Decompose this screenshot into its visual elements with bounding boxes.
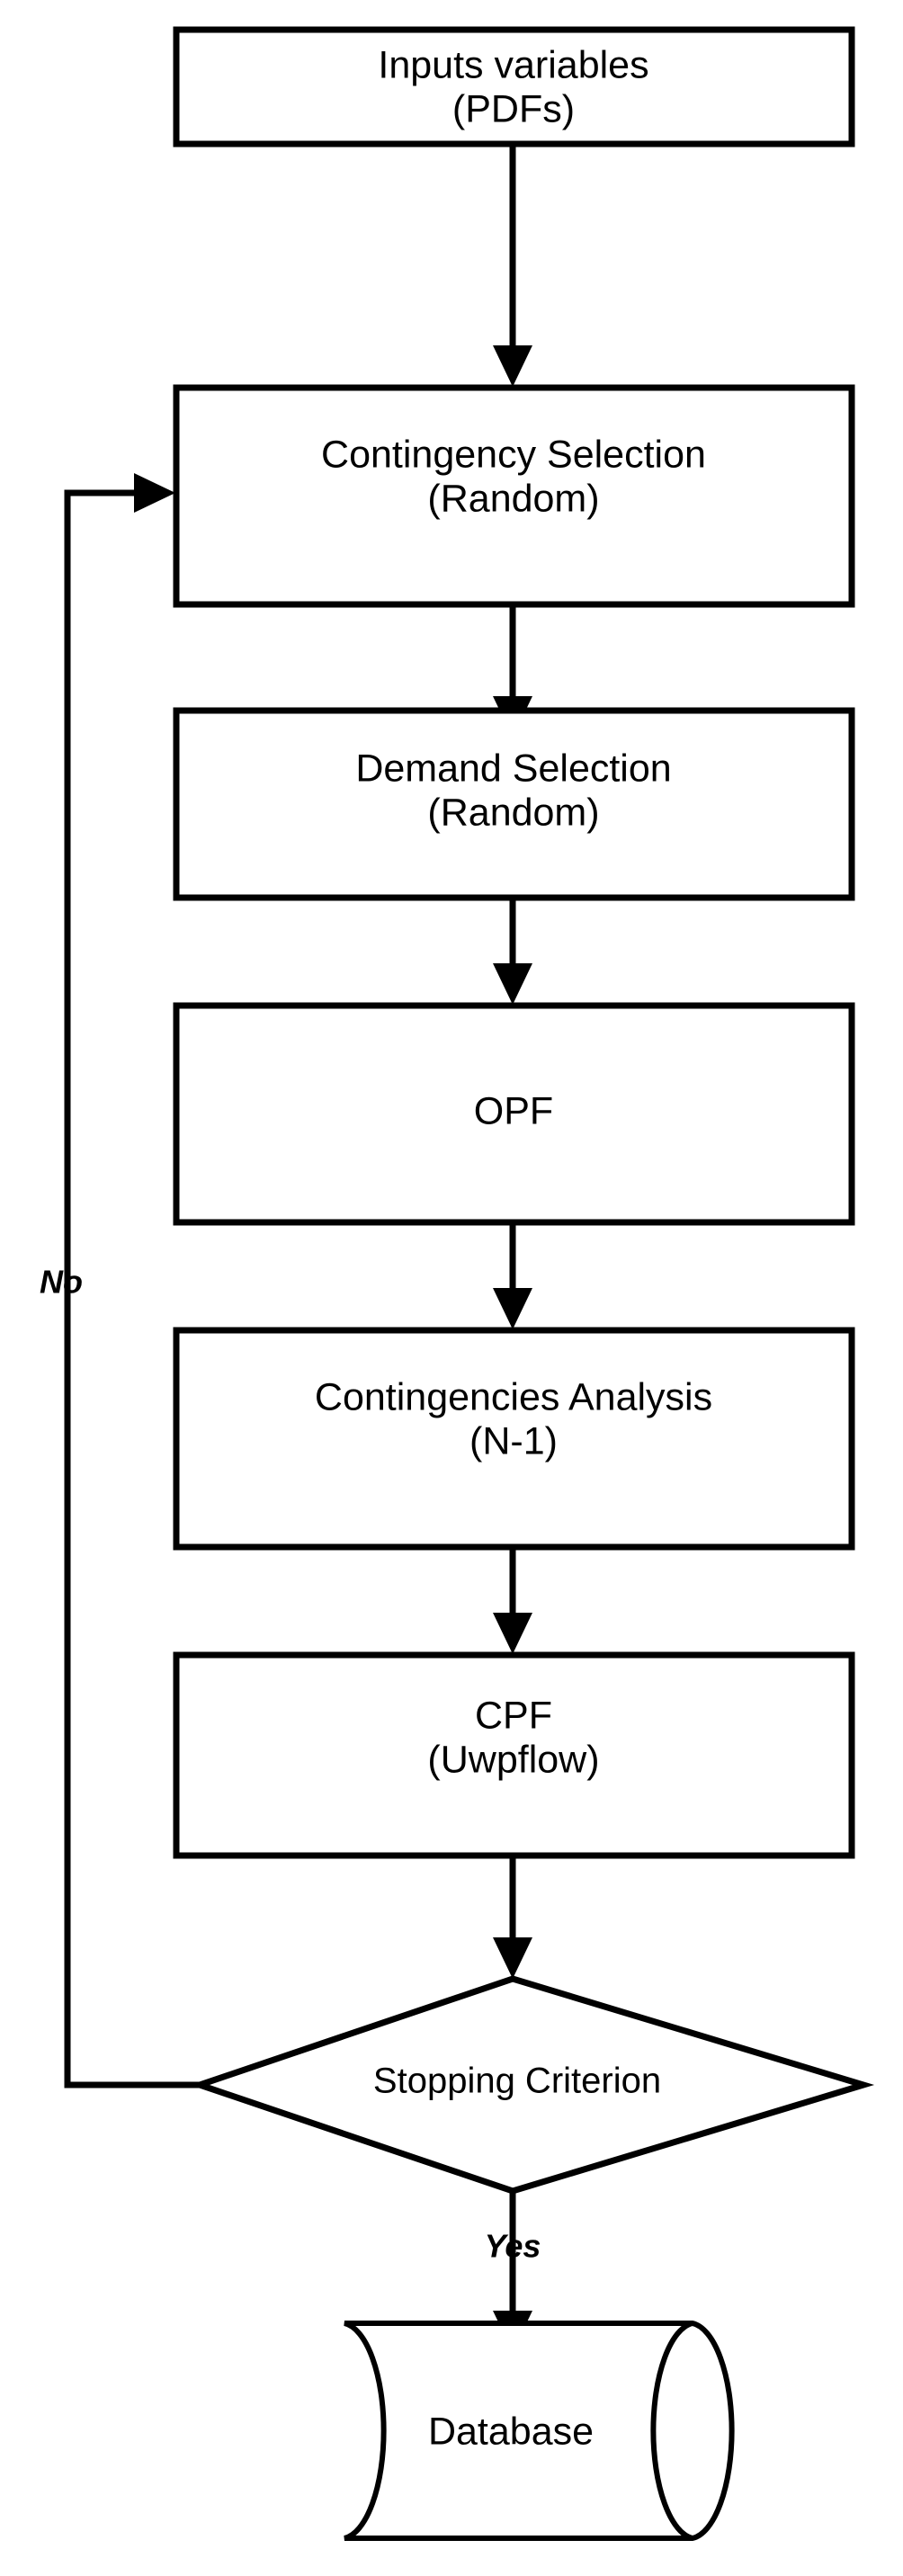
node-opf[interactable]: OPF (173, 1002, 855, 1226)
node-database-label: Database (428, 2410, 594, 2453)
connector-stopping-no-feedback (64, 489, 200, 2089)
node-cpf[interactable]: CPF (Uwpflow) (173, 1651, 855, 1859)
arrowhead-inputs-to-contingency (493, 345, 532, 387)
arrowhead-no-feedback-to-contingency (134, 473, 175, 513)
node-cpf-line1: CPF (475, 1694, 552, 1737)
node-database[interactable]: Database (344, 2321, 735, 2541)
node-demand-selection-line2: (Random) (427, 791, 599, 834)
node-stopping-criterion-label: Stopping Criterion (373, 2062, 661, 2101)
node-inputs-variables[interactable]: Inputs variables (PDFs) (173, 26, 855, 148)
node-database-cap-curve (650, 2321, 693, 2541)
arrowhead-analysis-to-cpf (493, 1613, 532, 1654)
node-cpf-shape (173, 1651, 855, 1859)
node-opf-line1: OPF (474, 1089, 553, 1132)
edge-label-no: No (40, 1264, 83, 1301)
node-stopping-criterion[interactable]: Stopping Criterion (190, 1975, 875, 2195)
node-demand-selection-shape (173, 707, 855, 901)
node-demand-selection[interactable]: Demand Selection (Random) (173, 707, 855, 901)
arrowhead-opf-to-analysis (493, 1288, 532, 1329)
arrowhead-cpf-to-stopping (493, 1937, 532, 1979)
node-contingency-selection[interactable]: Contingency Selection (Random) (173, 384, 855, 608)
node-stopping-criterion-shape (190, 1975, 875, 2195)
node-opf-shape (173, 1002, 855, 1226)
node-inputs-variables-shape (173, 26, 855, 148)
node-contingencies-analysis[interactable]: Contingencies Analysis (N-1) (173, 1327, 855, 1551)
node-contingencies-analysis-shape (173, 1327, 855, 1551)
node-contingency-selection-shape (173, 384, 855, 608)
node-demand-selection-line1: Demand Selection (355, 747, 671, 790)
arrowhead-demand-to-opf (493, 963, 532, 1005)
node-contingencies-analysis-line2: (N-1) (469, 1419, 558, 1462)
node-cpf-line2: (Uwpflow) (427, 1738, 599, 1781)
node-contingency-selection-line2: (Random) (427, 477, 599, 520)
node-contingency-selection-line1: Contingency Selection (321, 433, 706, 476)
edge-label-yes: Yes (485, 2228, 541, 2265)
node-inputs-variables-line1: Inputs variables (378, 43, 648, 86)
node-inputs-variables-line2: (PDFs) (452, 87, 575, 130)
node-contingencies-analysis-line1: Contingencies Analysis (315, 1375, 712, 1418)
